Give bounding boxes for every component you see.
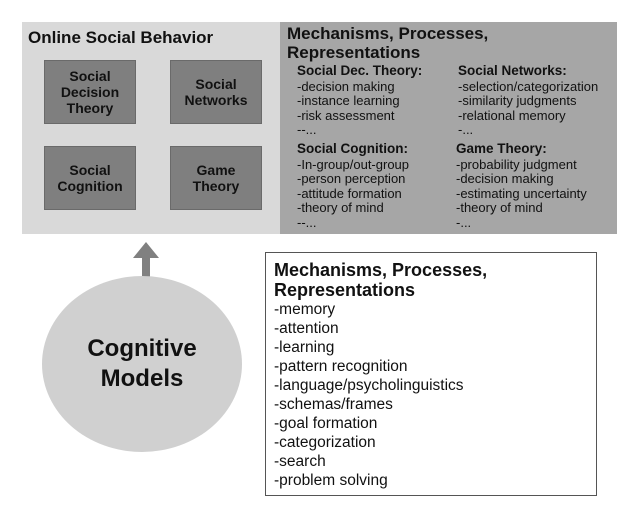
mechanism-item: -learning	[274, 339, 335, 356]
group-item: -attitude formation	[297, 185, 402, 201]
group-item: -decision making	[297, 78, 395, 94]
social-cognition-box: Social Cognition	[44, 146, 136, 210]
group-item: -...	[456, 214, 472, 230]
group-game-theory: Game Theory: -probability judgment -deci…	[456, 141, 587, 230]
group-heading: Social Cognition:	[297, 141, 408, 156]
general-mechanisms-title: Mechanisms, Processes, Representations	[274, 260, 488, 300]
group-heading: Social Dec. Theory:	[297, 63, 423, 78]
group-item: -person perception	[297, 171, 406, 186]
game-theory-box: Game Theory	[170, 146, 262, 210]
general-mechanisms-box: Mechanisms, Processes, Representations -…	[265, 252, 597, 496]
group-item: -...	[458, 122, 474, 137]
group-item: -probability judgment	[456, 156, 577, 172]
mechanism-item: -language/psycholinguistics	[274, 377, 464, 394]
group-social-decision-theory: Social Dec. Theory: -decision making -in…	[297, 63, 423, 138]
group-item: -theory of mind	[297, 200, 384, 215]
group-item: -decision making	[456, 171, 554, 186]
group-social-networks: Social Networks: -selection/categorizati…	[458, 63, 599, 138]
group-social-cognition: Social Cognition: -In-group/out-group -p…	[297, 141, 410, 230]
group-heading: Game Theory:	[456, 141, 547, 156]
mechanisms-panel: Mechanisms, Processes, Representations S…	[280, 22, 617, 234]
group-item: --...	[297, 214, 317, 230]
online-social-behavior-title: Online Social Behavior	[28, 28, 214, 47]
group-item: -estimating uncertainty	[456, 185, 587, 201]
cognitive-models-ellipse: Cognitive Models	[42, 276, 242, 452]
mechanism-item: -search	[274, 453, 326, 470]
mechanism-item: -schemas/frames	[274, 396, 393, 413]
online-social-behavior-panel: Online Social Behavior Social Decision T…	[22, 22, 280, 234]
group-heading: Social Networks:	[458, 63, 567, 78]
group-item: -risk assessment	[297, 107, 395, 123]
mechanism-item: -memory	[274, 301, 336, 318]
mechanism-item: -problem solving	[274, 472, 388, 489]
group-item: -In-group/out-group	[297, 156, 410, 172]
mechanism-item: -goal formation	[274, 415, 378, 432]
mechanism-item: -attention	[274, 320, 339, 337]
group-item: -instance learning	[297, 93, 400, 108]
social-decision-theory-box: Social Decision Theory	[44, 60, 136, 124]
up-arrow-icon	[133, 242, 159, 278]
mechanism-item: -pattern recognition	[274, 358, 408, 375]
mechanisms-panel-title: Mechanisms, Processes, Representations	[287, 24, 489, 62]
group-item: -theory of mind	[456, 200, 543, 215]
group-item: -relational memory	[458, 107, 566, 123]
group-item: --...	[297, 122, 317, 137]
mechanism-item: -categorization	[274, 434, 376, 451]
group-item: -selection/categorization	[458, 78, 599, 94]
group-item: -similarity judgments	[458, 93, 577, 108]
social-networks-box: Social Networks	[170, 60, 262, 124]
